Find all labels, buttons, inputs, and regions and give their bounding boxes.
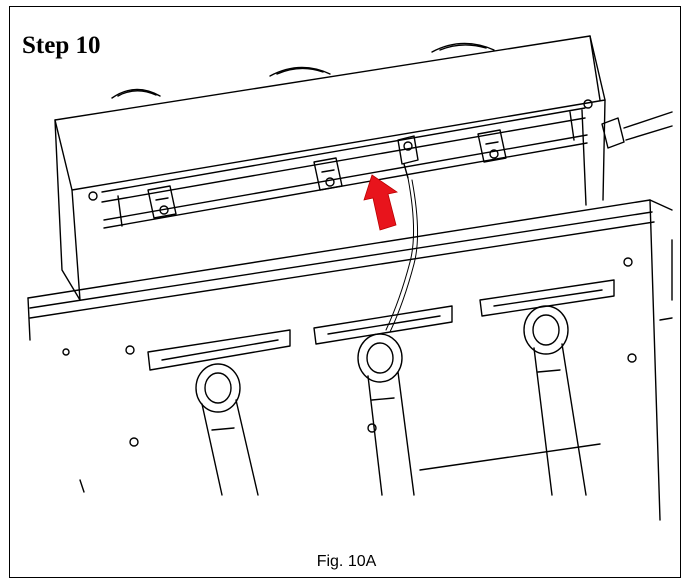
knob-slot bbox=[313, 305, 453, 345]
valve-stem bbox=[357, 333, 415, 496]
burner-knob-icon bbox=[269, 66, 331, 77]
burner-knob-icon bbox=[431, 42, 495, 53]
panel-screw-icon bbox=[623, 257, 633, 267]
back-panel-top bbox=[54, 35, 606, 191]
valve-clip-icon bbox=[313, 157, 343, 191]
valve-stem bbox=[195, 363, 259, 496]
control-panel-top-edge bbox=[27, 199, 673, 299]
step-title: Step 10 bbox=[22, 32, 101, 59]
panel-screw-icon bbox=[62, 348, 70, 356]
valve-clip-icon bbox=[147, 185, 177, 219]
knob-slot bbox=[147, 329, 291, 371]
igniter-connector-icon bbox=[397, 135, 419, 179]
panel-screw-icon bbox=[88, 191, 98, 201]
burner-knob-icon bbox=[111, 88, 161, 99]
panel-screw-icon bbox=[129, 437, 139, 447]
knob-slot bbox=[479, 279, 615, 317]
step-frame bbox=[9, 6, 681, 578]
valve-rail bbox=[101, 107, 586, 193]
figure-caption: Fig. 10A bbox=[316, 553, 377, 570]
red-arrow-icon bbox=[363, 174, 398, 231]
panel-screw-icon bbox=[583, 99, 593, 109]
manifold-fitting bbox=[601, 117, 625, 149]
back-panel-side bbox=[54, 119, 81, 301]
panel-screw-icon bbox=[367, 423, 377, 433]
valve-clip-icon bbox=[477, 129, 507, 163]
panel-screw-icon bbox=[627, 353, 637, 363]
igniter-wire bbox=[385, 177, 415, 331]
panel-screw-icon bbox=[125, 345, 135, 355]
valve-stem bbox=[523, 305, 587, 496]
